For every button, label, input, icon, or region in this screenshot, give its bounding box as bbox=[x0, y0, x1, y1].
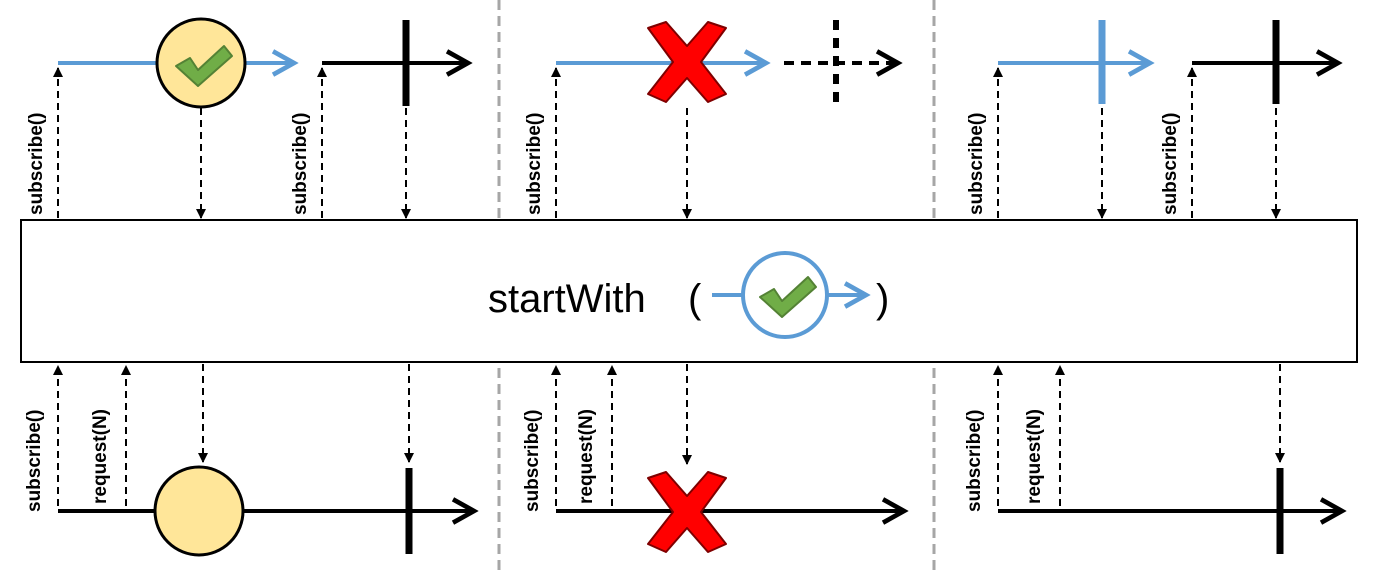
operator-open-paren: ( bbox=[688, 277, 702, 321]
subscribe-label: subscribe() bbox=[1160, 113, 1181, 215]
operator-close-paren: ) bbox=[876, 277, 889, 321]
check-icon bbox=[175, 45, 233, 87]
operator-name: startWith bbox=[488, 277, 646, 321]
error-x-icon bbox=[647, 471, 727, 553]
argument-check-circle bbox=[741, 251, 829, 339]
request-label: request(N) bbox=[90, 409, 111, 504]
subscribe-label: subscribe() bbox=[966, 113, 987, 215]
item-circle bbox=[153, 465, 245, 557]
subscribe-label: subscribe() bbox=[26, 113, 47, 215]
subscribe-label: subscribe() bbox=[290, 113, 311, 215]
check-icon bbox=[759, 276, 817, 318]
request-label: request(N) bbox=[576, 409, 597, 504]
subscribe-label: subscribe() bbox=[964, 410, 985, 512]
check-circle-icon bbox=[155, 17, 247, 109]
operator-box: startWith ( ) bbox=[20, 219, 1358, 363]
panel-error: subscribe() subscribe() request(N) bbox=[522, 20, 904, 553]
subscribe-label: subscribe() bbox=[24, 410, 45, 512]
error-x-icon bbox=[647, 21, 727, 103]
panel-empty-complete: subscribe() subscribe() subscribe() requ… bbox=[964, 20, 1342, 554]
panel-value-then-complete: subscribe() subscribe() subscribe() requ… bbox=[24, 17, 474, 557]
subscribe-label: subscribe() bbox=[524, 113, 545, 215]
subscribe-label: subscribe() bbox=[522, 410, 543, 512]
request-label: request(N) bbox=[1024, 409, 1045, 504]
